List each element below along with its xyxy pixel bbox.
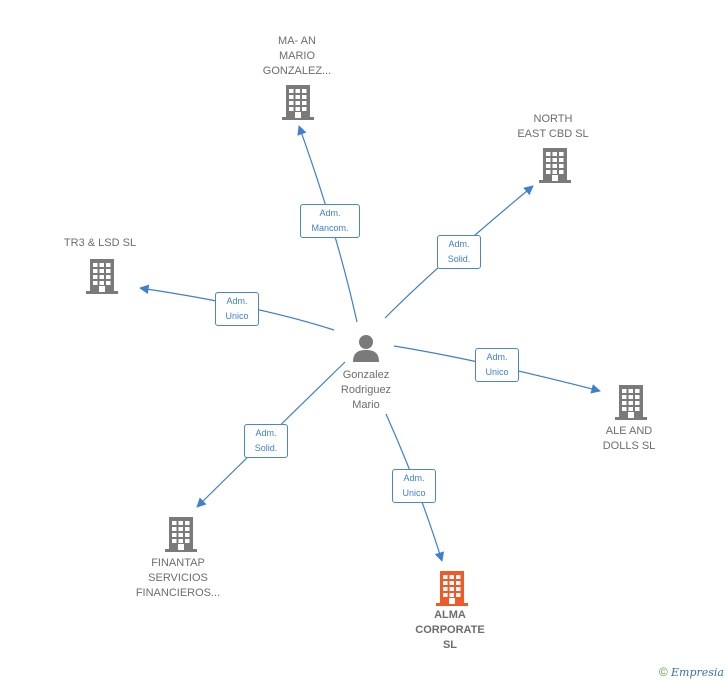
company-label-line: GONZALEZ... [262,65,332,77]
building-icon[interactable] [436,570,468,611]
company-label-alma[interactable]: ALMA CORPORATE SL [400,608,500,653]
company-label-ma-an[interactable]: MA- AN MARIO GONZALEZ... [247,34,347,79]
relation-label-line: Adm. [486,352,508,362]
footer-brand: © Empresia [659,665,724,679]
relation-label-line: Unico [402,488,426,498]
company-label-line: DOLLS SL [602,440,656,452]
company-label-line: ALMA [434,609,466,621]
person-name[interactable]: Gonzalez Rodriguez Mario [316,368,416,413]
copyright-symbol: © [658,665,668,679]
company-label-line: CORPORATE [415,624,485,636]
company-label-line: MARIO [278,50,316,62]
brand-logo: Empresia [671,666,724,679]
relation-label-line: Unico [225,311,249,321]
relation-label-tr3-lsd[interactable]: Adm. Unico [215,292,259,326]
relation-label-alma[interactable]: Adm. Unico [392,469,436,503]
building-icon[interactable] [86,258,118,299]
relation-label-line: Adm. [448,239,470,249]
relation-label-line: Solid. [447,254,471,264]
company-label-line: SERVICIOS [148,572,208,584]
relation-label-line: Solid. [254,443,278,453]
company-label-line: FINANCIEROS... [135,587,221,599]
relation-label-ale-dolls[interactable]: Adm. Unico [475,348,519,382]
relation-label-line: Adm. [403,473,425,483]
relation-label-line: Adm. [319,208,341,218]
company-label-line: MA- AN [278,35,316,47]
relation-label-line: Mancom. [311,223,349,233]
company-label-line: SL [442,639,458,651]
building-icon[interactable] [539,147,571,188]
relation-label-line: Unico [485,367,509,377]
relation-label-finantap[interactable]: Adm. Solid. [244,424,288,458]
company-label-finantap[interactable]: FINANTAP SERVICIOS FINANCIEROS... [128,556,228,601]
person-name-line-1: Gonzalez [342,369,390,381]
relation-label-line: Adm. [255,428,277,438]
company-label-tr3-lsd[interactable]: TR3 & LSD SL [50,236,150,251]
company-label-line: ALE AND [605,425,653,437]
company-label-line: EAST CBD SL [517,128,589,140]
building-icon[interactable] [615,384,647,425]
building-icon[interactable] [165,516,197,557]
company-label-line: TR3 & LSD SL [63,237,137,249]
building-icon[interactable] [282,84,314,125]
relation-label-north-east[interactable]: Adm. Solid. [437,235,481,269]
person-name-line-3: Mario [352,399,380,411]
person-name-line-2: Rodriguez [340,384,392,396]
company-label-line: FINANTAP [151,557,205,569]
relation-label-line: Adm. [226,296,248,306]
company-label-north-east[interactable]: NORTH EAST CBD SL [503,112,603,142]
relation-label-ma-an[interactable]: Adm. Mancom. [300,204,360,238]
company-label-line: NORTH [533,113,573,125]
person-icon[interactable] [351,333,381,363]
company-label-ale-dolls[interactable]: ALE AND DOLLS SL [579,424,679,454]
